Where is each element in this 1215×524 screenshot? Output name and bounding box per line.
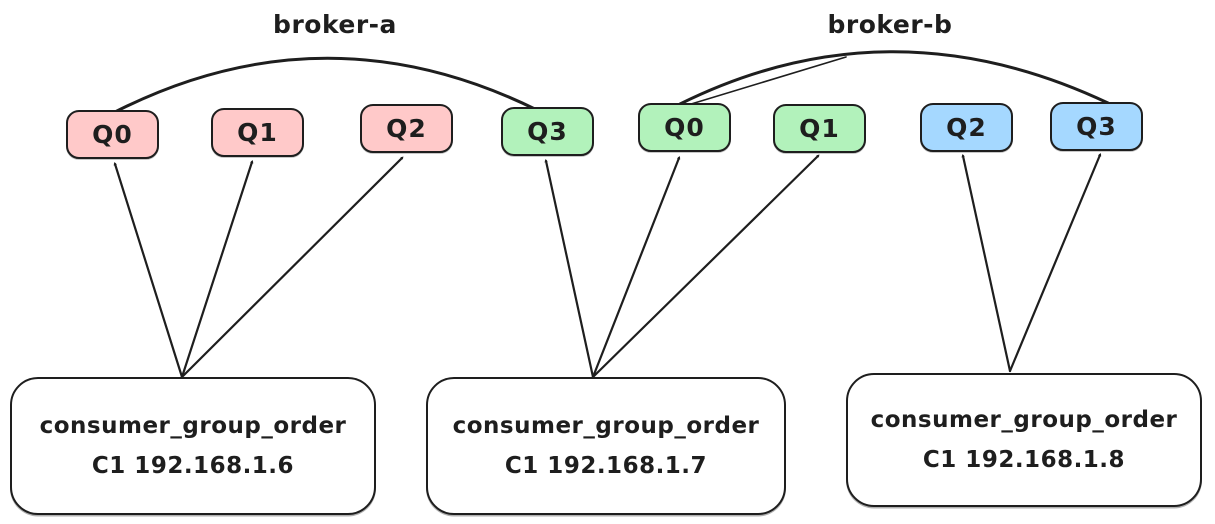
arrow-consumer2-to-qb1 [591,156,818,379]
queue-node-broker-b-q3: Q3 [1050,102,1143,151]
consumer-instance: C1 192.168.1.6 [91,453,295,479]
broker-b-brace [678,50,1110,106]
consumer-node-1: consumer_group_order C1 192.168.1.6 [10,377,376,515]
consumer-instance: C1 192.168.1.8 [922,447,1126,473]
queue-label: Q3 [1076,112,1117,141]
queue-label: Q1 [237,118,278,147]
consumer-group-name: consumer_group_order [870,407,1178,433]
arrow-consumer1-to-qa0 [115,164,184,379]
queue-node-broker-b-q2: Q2 [920,103,1013,152]
broker-a-brace [111,56,539,115]
queue-label: Q1 [799,114,840,143]
consumer-instance: C1 192.168.1.7 [504,453,708,479]
consumer-node-2: consumer_group_order C1 192.168.1.7 [426,377,786,515]
queue-label: Q0 [664,113,705,142]
consumer-node-3: consumer_group_order C1 192.168.1.8 [846,373,1202,507]
queue-label: Q2 [386,114,427,143]
arrow-consumer3-to-qb3 [1008,155,1100,373]
broker-a-label: broker-a [273,10,397,39]
queue-node-broker-a-q1: Q1 [211,108,304,157]
arrow-consumer2-to-qb0 [591,158,679,379]
queue-label: Q0 [92,120,133,149]
broker-b-label: broker-b [827,10,953,39]
queue-node-broker-a-q2: Q2 [360,104,453,153]
queue-node-broker-b-q0: Q0 [638,103,731,152]
arrow-consumer1-to-qa1 [180,162,252,379]
queue-node-broker-b-q1: Q1 [773,104,866,153]
queue-node-broker-a-q0: Q0 [66,110,159,159]
consumer-group-name: consumer_group_order [452,413,760,439]
broker-b-brace-sketch-line [677,56,847,109]
consumer-group-name: consumer_group_order [39,413,347,439]
arrow-consumer2-to-qa3 [546,161,595,379]
arrow-consumer1-to-qa2 [180,158,402,379]
queue-label: Q2 [946,113,987,142]
arrow-consumer3-to-qb2 [963,156,1012,373]
queue-label: Q3 [527,117,568,146]
queue-node-broker-a-q3: Q3 [501,107,594,156]
